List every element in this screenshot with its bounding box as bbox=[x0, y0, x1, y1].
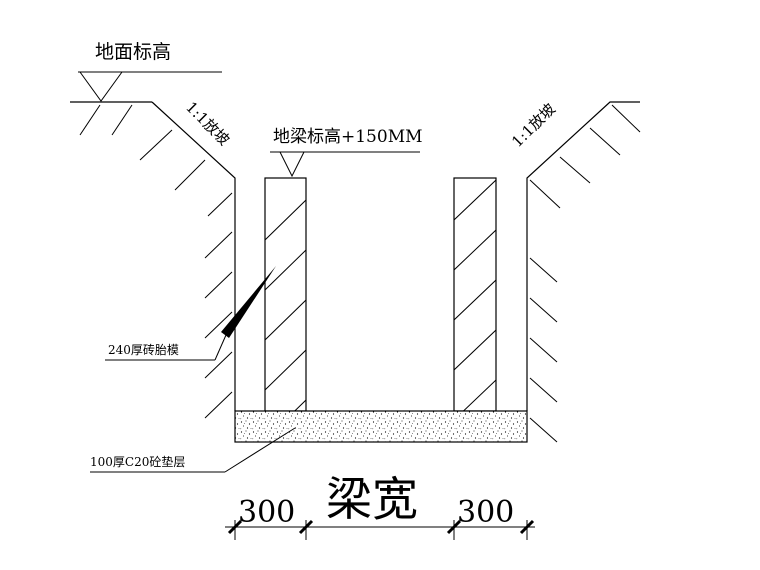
cushion-label: 100厚C20砼垫层 bbox=[90, 454, 185, 469]
beam-width-label: 梁宽 bbox=[326, 472, 418, 526]
slope-label-right: 1:1放坡 bbox=[508, 100, 559, 151]
concrete-cushion bbox=[234, 410, 528, 443]
brick-mold-wall-right bbox=[453, 177, 497, 412]
slope-label-left: 1:1放坡 bbox=[182, 98, 233, 149]
beam-level-marker: 地梁标高+150MM bbox=[270, 127, 423, 178]
dimension-line: 300 300 梁宽 bbox=[225, 472, 535, 540]
brick-mold-label: 240厚砖胎模 bbox=[108, 342, 179, 357]
cushion-callout: 100厚C20砼垫层 bbox=[90, 427, 296, 473]
brick-mold-wall-left bbox=[264, 177, 307, 412]
beam-level-label: 地梁标高+150MM bbox=[273, 127, 423, 147]
brick-mold-callout: 240厚砖胎模 bbox=[105, 266, 276, 361]
excavation-right-side: 1:1放坡 bbox=[508, 100, 641, 443]
dimension-left-value: 300 bbox=[238, 495, 295, 530]
dimension-right-value: 300 bbox=[457, 495, 514, 530]
ground-level-marker: 地面标高 bbox=[78, 41, 222, 102]
excavation-left-side: 1:1放坡 bbox=[139, 98, 236, 419]
ground-level-label: 地面标高 bbox=[95, 41, 171, 63]
ground-surface-left bbox=[70, 101, 152, 136]
